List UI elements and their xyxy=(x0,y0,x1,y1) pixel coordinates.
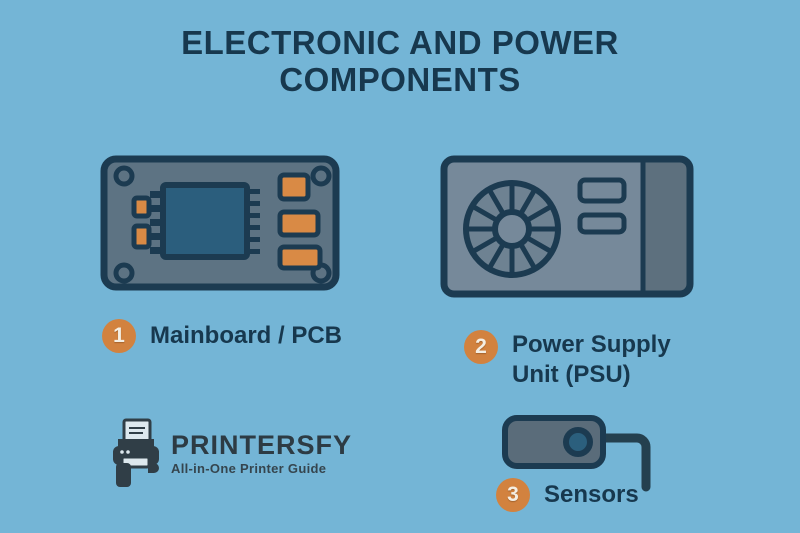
page-title-line1: ELECTRONIC AND POWER xyxy=(181,24,619,61)
sensor-icon xyxy=(498,412,668,497)
logo-name: PRINTERSFY xyxy=(171,429,353,460)
item-label-line: Unit (PSU) xyxy=(512,361,631,388)
item-label-mainboard: Mainboard / PCB xyxy=(150,321,342,351)
list-item-mainboard: 1 Mainboard / PCB xyxy=(102,319,342,353)
badge-number: 2 xyxy=(475,335,487,358)
number-badge-2: 2 xyxy=(464,330,498,364)
item-label-psu: Power Supply Unit (PSU) xyxy=(512,330,671,390)
brand-logo: PRINTERSFY All-in-One Printer Guide xyxy=(110,418,352,488)
psu-icon xyxy=(440,155,694,298)
badge-number: 3 xyxy=(507,483,519,506)
logo-tagline: All-in-One Printer Guide xyxy=(171,460,327,476)
page-title-line2: COMPONENTS xyxy=(279,61,521,98)
number-badge-1: 1 xyxy=(102,319,136,353)
logo-text: PRINTERSFY All-in-One Printer Guide xyxy=(171,431,352,476)
number-badge-3: 3 xyxy=(496,478,530,512)
item-label-line: Mainboard / PCB xyxy=(150,322,343,349)
list-item-psu: 2 Power Supply Unit (PSU) xyxy=(464,330,671,390)
item-label-line: Sensors xyxy=(544,481,639,508)
page-title: ELECTRONIC AND POWER COMPONENTS xyxy=(0,24,800,98)
item-label-line: Power Supply xyxy=(512,331,671,358)
item-label-sensors: Sensors xyxy=(544,480,639,510)
list-item-sensors: 3 Sensors xyxy=(496,478,639,512)
badge-number: 1 xyxy=(113,324,125,347)
printer-logo-icon xyxy=(110,418,162,488)
mainboard-icon xyxy=(100,155,340,291)
